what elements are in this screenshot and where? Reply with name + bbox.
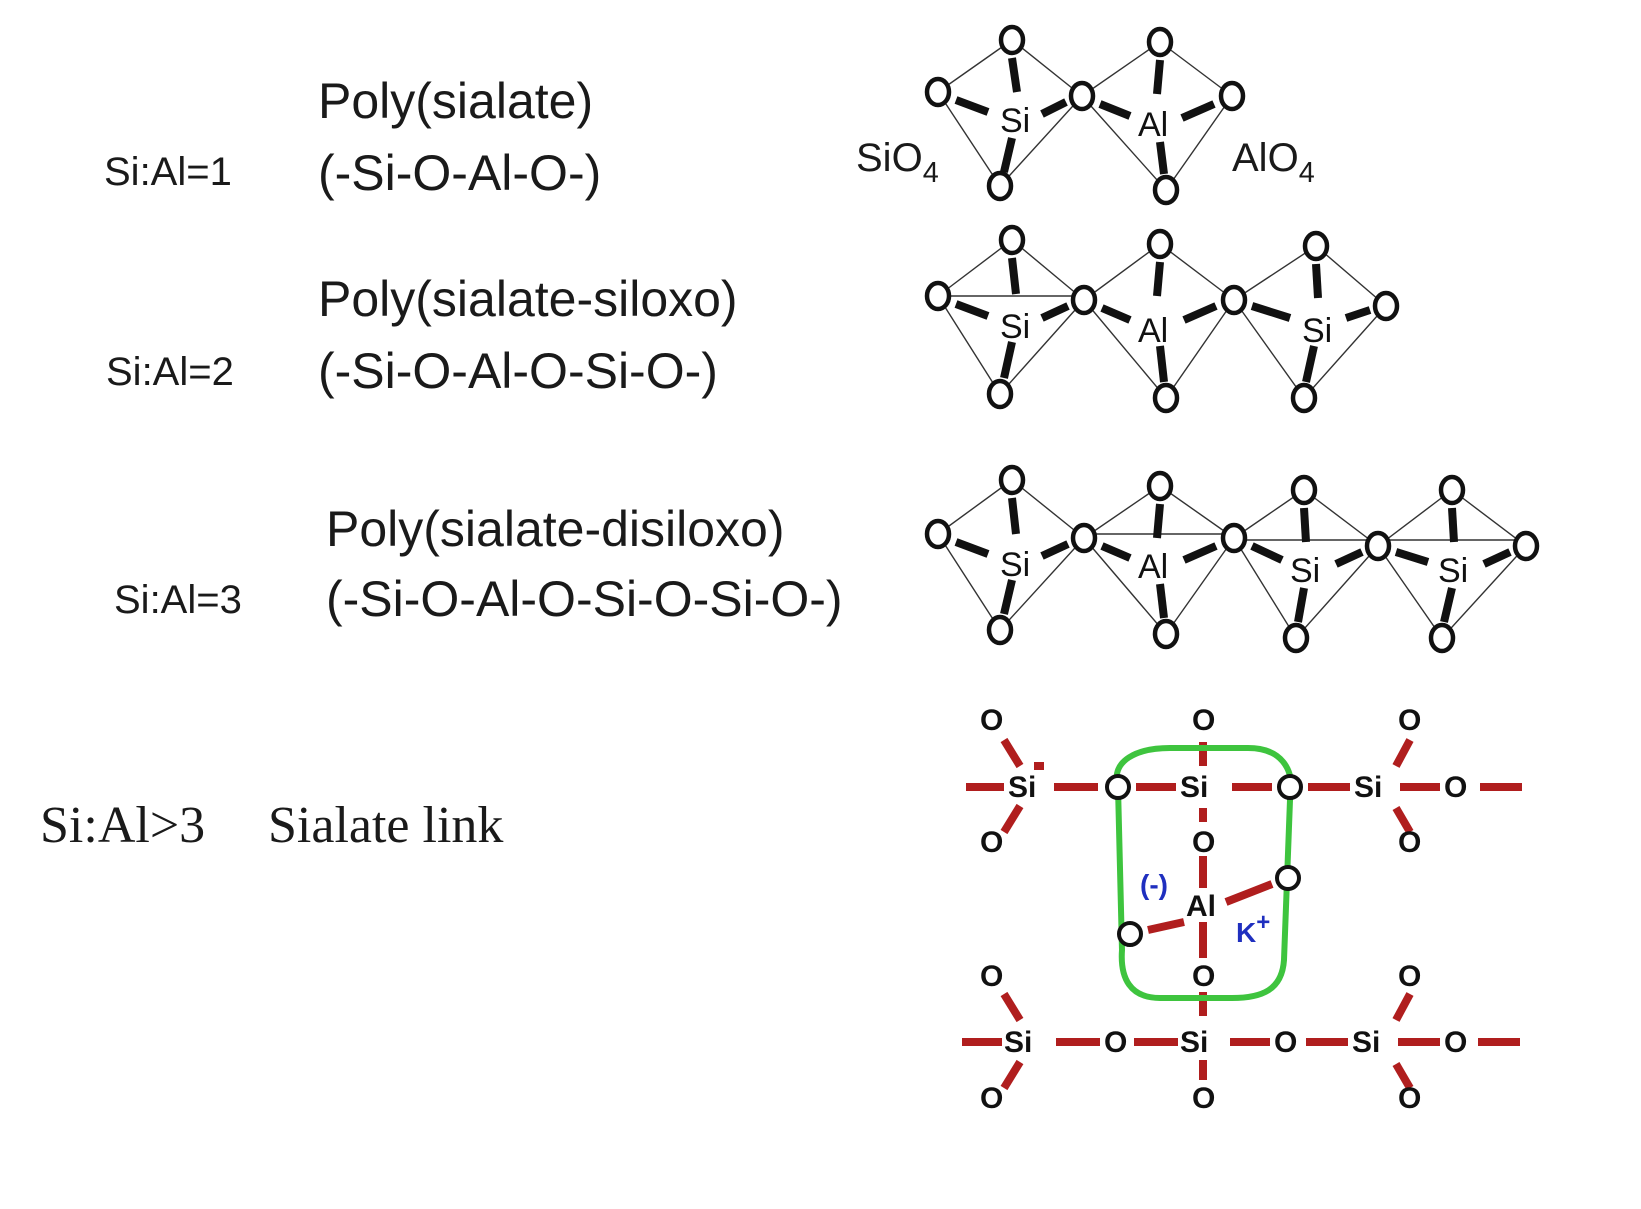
poly-sialate-siloxo-formula: (-Si-O-Al-O-Si-O-) bbox=[318, 343, 718, 399]
oxygen-atom: O bbox=[1398, 960, 1421, 993]
oxygen-atom: O bbox=[1192, 960, 1215, 993]
oxygen-atom: O bbox=[1444, 771, 1467, 804]
sio4-label: SiO4 bbox=[856, 136, 939, 189]
al-atom: Al bbox=[1186, 890, 1216, 923]
ratio-si-al-1: Si:Al=1 bbox=[104, 150, 232, 194]
si-atom: Si bbox=[1302, 312, 1332, 350]
si-atom: Si bbox=[1004, 1026, 1032, 1059]
sialate-disiloxo-tetrahedra-chain: Si Al Si Si bbox=[924, 464, 1540, 654]
poly-sialate-siloxo-name: Poly(sialate-siloxo) bbox=[318, 271, 738, 327]
si-atom: Si bbox=[1438, 552, 1468, 590]
oxygen-atom: O bbox=[1192, 704, 1215, 737]
oxygen-atom: O bbox=[980, 704, 1003, 737]
oxygen-atom: O bbox=[1398, 704, 1421, 737]
si-atom: Si bbox=[1290, 552, 1320, 590]
al-atom: Al bbox=[1138, 548, 1168, 586]
sialate-tetrahedra-chain: Si Al bbox=[924, 24, 1246, 206]
ratio-si-al-3: Si:Al=3 bbox=[114, 578, 242, 622]
si-atom: Si bbox=[1180, 771, 1208, 804]
oxygen-atom: O bbox=[980, 1082, 1003, 1115]
poly-sialate-formula: (-Si-O-Al-O-) bbox=[318, 145, 602, 201]
al-atom: Al bbox=[1138, 312, 1168, 350]
al-atom: Al bbox=[1138, 106, 1168, 144]
si-atom: Si bbox=[1354, 771, 1382, 804]
sialate-link-label: Sialate link bbox=[268, 797, 504, 854]
si-atom: Si bbox=[1000, 102, 1030, 140]
oxygen-atom: O bbox=[980, 960, 1003, 993]
poly-sialate-disiloxo-formula: (-Si-O-Al-O-Si-O-Si-O-) bbox=[326, 571, 843, 627]
oxygen-atom: O bbox=[1444, 1026, 1467, 1059]
si-atom: Si bbox=[1180, 1026, 1208, 1059]
sialate-siloxo-tetrahedra-chain: Si Al Si bbox=[924, 224, 1400, 414]
si-atom: Si bbox=[1000, 308, 1030, 346]
si-atom: Si bbox=[1000, 546, 1030, 584]
potassium-cation-label: K+ bbox=[1236, 909, 1270, 948]
si-atom: Si bbox=[1352, 1026, 1380, 1059]
oxygen-atom: O bbox=[1398, 826, 1421, 859]
oxygen-atom: O bbox=[980, 826, 1003, 859]
oxygen-atom: O bbox=[1192, 1082, 1215, 1115]
negative-charge-label: (-) bbox=[1140, 869, 1168, 900]
oxygen-atom: O bbox=[1192, 826, 1215, 859]
poly-sialate-name: Poly(sialate) bbox=[318, 73, 594, 129]
ratio-si-al-gt-3: Si:Al>3 bbox=[40, 797, 206, 854]
oxygen-atom: O bbox=[1398, 1082, 1421, 1115]
oxygen-atom: O bbox=[1104, 1026, 1127, 1059]
si-atom: Si bbox=[1008, 771, 1036, 804]
oxygen-atom: O bbox=[1274, 1026, 1297, 1059]
poly-sialate-disiloxo-name: Poly(sialate-disiloxo) bbox=[326, 501, 785, 557]
ratio-si-al-2: Si:Al=2 bbox=[106, 350, 234, 394]
alo4-label: AlO4 bbox=[1232, 136, 1315, 189]
